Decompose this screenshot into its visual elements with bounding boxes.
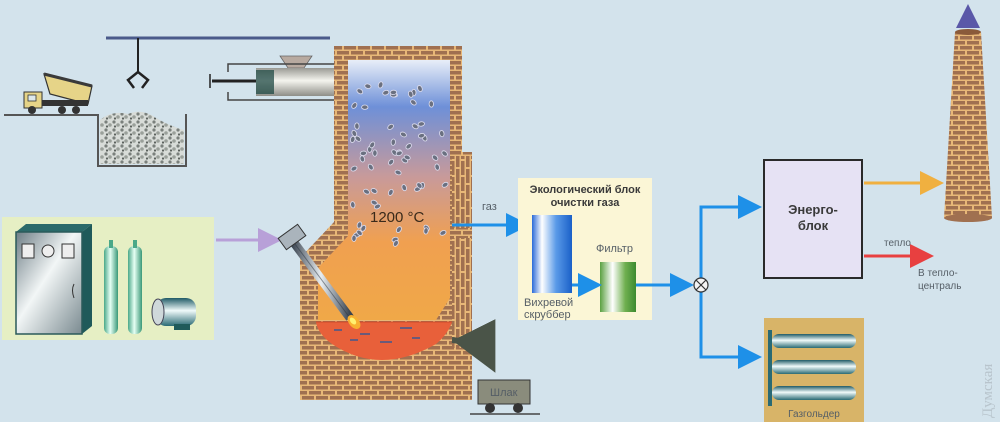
chimney-icon [944, 4, 992, 222]
waste-particle [354, 135, 362, 142]
waste-particle [350, 201, 356, 209]
grab-crane-icon [106, 36, 330, 89]
waste-particle [351, 102, 358, 109]
waste-particle [350, 135, 356, 143]
waste-particle [423, 227, 429, 235]
gas-cylinder-icons [104, 240, 142, 334]
energy-block-line1: Энерго- [788, 202, 838, 217]
waste-particle [416, 182, 423, 189]
slag-pool-streaks [334, 327, 420, 343]
waste-particle [351, 234, 357, 242]
waste-particle [401, 184, 407, 192]
control-cabinet-icon [15, 224, 92, 335]
waste-particles [350, 81, 449, 247]
waste-particle [372, 149, 378, 157]
vortex-scrubber [532, 215, 572, 293]
gasholder-label: Газгольдер [788, 409, 840, 420]
power-supply-unit [2, 217, 214, 340]
waste-particle [356, 229, 363, 236]
waste-particle [369, 141, 376, 149]
watermark: Думская [980, 364, 996, 418]
waste-particle [411, 123, 419, 130]
dump-truck-icon [23, 72, 93, 114]
waste-particle [395, 226, 402, 233]
filter-label: Фильтр [596, 243, 633, 255]
eco-block-title-line1: Экологический блок [530, 184, 641, 196]
waste-particle [431, 154, 439, 161]
waste-particle [387, 188, 394, 196]
waste-particle [417, 121, 425, 127]
scrubber-label-line1: Вихревой [524, 297, 573, 309]
valve-icon [693, 277, 709, 293]
gas-label: газ [482, 201, 497, 213]
waste-particle [434, 163, 440, 171]
waste-particle [363, 188, 370, 195]
waste-particle [373, 203, 381, 210]
waste-particle [367, 163, 374, 171]
waste-particle [356, 221, 363, 229]
waste-particle [370, 188, 378, 194]
heat-destination-line1: В тепло- [918, 268, 958, 279]
eco-block-title-line2: очистки газа [551, 197, 621, 209]
waste-particle [360, 224, 367, 232]
waste-particle [399, 131, 407, 138]
waste-particle [350, 165, 358, 172]
heat-destination-line2: централь [918, 281, 961, 292]
slag-chute-arrow [451, 319, 496, 373]
plasma-torch-icon [277, 223, 361, 329]
eco-cleaning-block: Экологический блок очистки газа Вихревой… [518, 178, 652, 321]
slag-cart: Шлак [470, 379, 540, 415]
plasma-furnace: 1200 °C [300, 46, 472, 400]
waste-particle [407, 90, 414, 98]
energy-block: Энерго- блок [763, 159, 863, 279]
waste-particle [417, 85, 423, 92]
gasholder: Газгольдер [764, 318, 864, 422]
waste-particle [428, 100, 434, 108]
slag-label: Шлак [490, 387, 518, 399]
waste-particle [387, 123, 394, 130]
waste-particle [388, 158, 395, 166]
waste-particle [356, 88, 364, 95]
waste-particle [395, 150, 403, 157]
gas-to-gasholder-arrow [699, 292, 762, 369]
waste-bunker-icon [4, 111, 187, 167]
heat-label: тепло [884, 238, 911, 249]
waste-particle [393, 240, 399, 247]
waste-particle [439, 230, 447, 236]
waste-particle [441, 181, 449, 188]
waste-particle [359, 150, 367, 156]
waste-particle [405, 143, 412, 150]
waste-particle [410, 99, 417, 106]
waste-particle [364, 83, 372, 89]
waste-particle [377, 81, 384, 89]
waste-particle [361, 104, 369, 110]
waste-particle [403, 154, 411, 161]
scrubber-label-line2: скруббер [524, 309, 571, 321]
waste-particle [441, 150, 448, 157]
filter-unit [600, 262, 636, 312]
waste-particle [382, 89, 390, 96]
waste-particle [354, 122, 360, 130]
waste-particle [417, 133, 426, 139]
waste-particle [439, 130, 445, 138]
furnace-temperature: 1200 °C [370, 209, 425, 226]
electric-motor-icon [151, 298, 196, 330]
waste-particle [359, 155, 365, 163]
gas-to-energy-arrow [699, 195, 762, 278]
waste-particle [389, 89, 397, 96]
energy-block-line2: блок [798, 218, 829, 233]
waste-particle [390, 138, 396, 146]
waste-particle [394, 169, 402, 176]
